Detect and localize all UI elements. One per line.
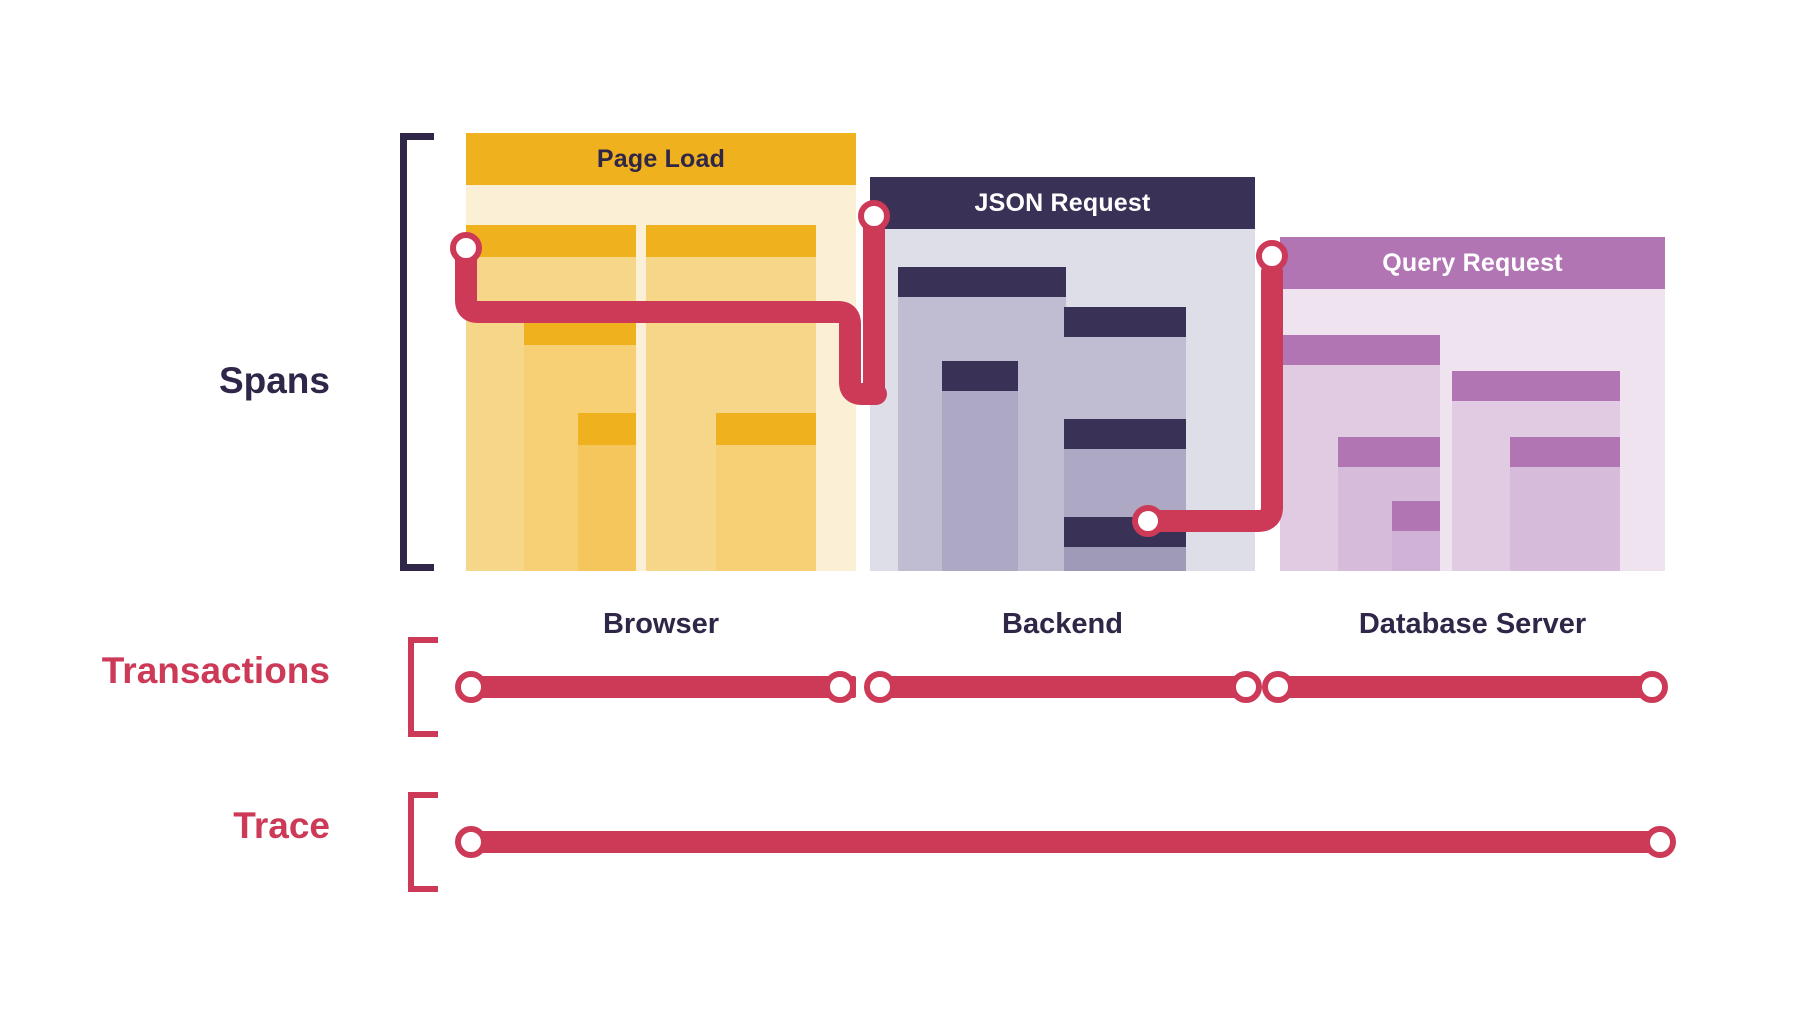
trace-rail[interactable] bbox=[466, 831, 1672, 853]
span-group-browser[interactable]: Page Load bbox=[466, 133, 856, 571]
column-caption-backend: Backend bbox=[1002, 608, 1123, 640]
transaction-rail-backend[interactable] bbox=[876, 676, 1254, 698]
span-json-child-a[interactable] bbox=[942, 361, 1018, 571]
column-caption-database: Database Server bbox=[1358, 608, 1587, 640]
panel-title-json-request: JSON Request bbox=[974, 188, 1151, 217]
panel-title-page-load: Page Load bbox=[596, 144, 726, 173]
span-json-db-call[interactable] bbox=[1064, 517, 1186, 571]
column-caption-browser: Browser bbox=[602, 608, 720, 640]
span-query-child-b[interactable] bbox=[1392, 501, 1440, 571]
span-cap bbox=[1452, 371, 1620, 401]
span-cap bbox=[942, 361, 1018, 391]
span-cap bbox=[1338, 437, 1440, 467]
span-cap bbox=[1510, 437, 1620, 467]
panel-title-query-request: Query Request bbox=[1382, 248, 1563, 277]
span-cap bbox=[1280, 335, 1440, 365]
span-query-sibling-leaf[interactable] bbox=[1510, 437, 1620, 571]
trace-node-end[interactable] bbox=[1644, 826, 1676, 858]
transaction-rail-browser[interactable] bbox=[466, 676, 856, 698]
span-cap bbox=[646, 225, 816, 257]
span-group-database[interactable]: Query Request bbox=[1280, 237, 1665, 571]
transaction-node-backend-start[interactable] bbox=[864, 671, 896, 703]
span-cap bbox=[524, 313, 636, 345]
connector-node-backend-origin[interactable] bbox=[1132, 505, 1164, 537]
span-cap bbox=[716, 413, 816, 445]
span-page-load-leaf[interactable] bbox=[716, 413, 816, 571]
span-group-database-body bbox=[1280, 289, 1665, 571]
bracket-spans bbox=[400, 133, 434, 571]
transaction-node-backend-end[interactable] bbox=[1230, 671, 1262, 703]
bracket-transactions bbox=[408, 637, 438, 737]
connector-node-backend-entry[interactable] bbox=[858, 200, 890, 232]
trace-node-start[interactable] bbox=[455, 826, 487, 858]
panel-header-query-request: Query Request bbox=[1280, 237, 1665, 289]
transaction-rail-database[interactable] bbox=[1274, 676, 1664, 698]
row-label-trace: Trace bbox=[233, 805, 330, 846]
bracket-trace bbox=[408, 792, 438, 892]
span-cap bbox=[578, 413, 636, 445]
transaction-node-browser-start[interactable] bbox=[455, 671, 487, 703]
span-cap bbox=[466, 225, 636, 257]
span-group-backend-body bbox=[870, 229, 1255, 571]
transaction-node-browser-end[interactable] bbox=[824, 671, 856, 703]
panel-header-json-request: JSON Request bbox=[870, 177, 1255, 229]
span-cap bbox=[898, 267, 1066, 297]
transaction-node-database-end[interactable] bbox=[1636, 671, 1668, 703]
span-cap bbox=[1064, 307, 1186, 337]
transaction-node-database-start[interactable] bbox=[1262, 671, 1294, 703]
connector-node-database-entry[interactable] bbox=[1256, 240, 1288, 272]
connector-node-browser-origin[interactable] bbox=[450, 232, 482, 264]
row-label-transactions: Transactions bbox=[101, 650, 330, 691]
span-group-backend[interactable]: JSON Request bbox=[870, 177, 1255, 571]
panel-header-page-load: Page Load bbox=[466, 133, 856, 185]
span-cap bbox=[1064, 419, 1186, 449]
span-cap bbox=[1064, 517, 1186, 547]
span-cap bbox=[1392, 501, 1440, 531]
span-page-load-child-b[interactable] bbox=[578, 413, 636, 571]
row-label-spans: Spans bbox=[218, 360, 330, 401]
span-group-browser-body bbox=[466, 185, 856, 571]
